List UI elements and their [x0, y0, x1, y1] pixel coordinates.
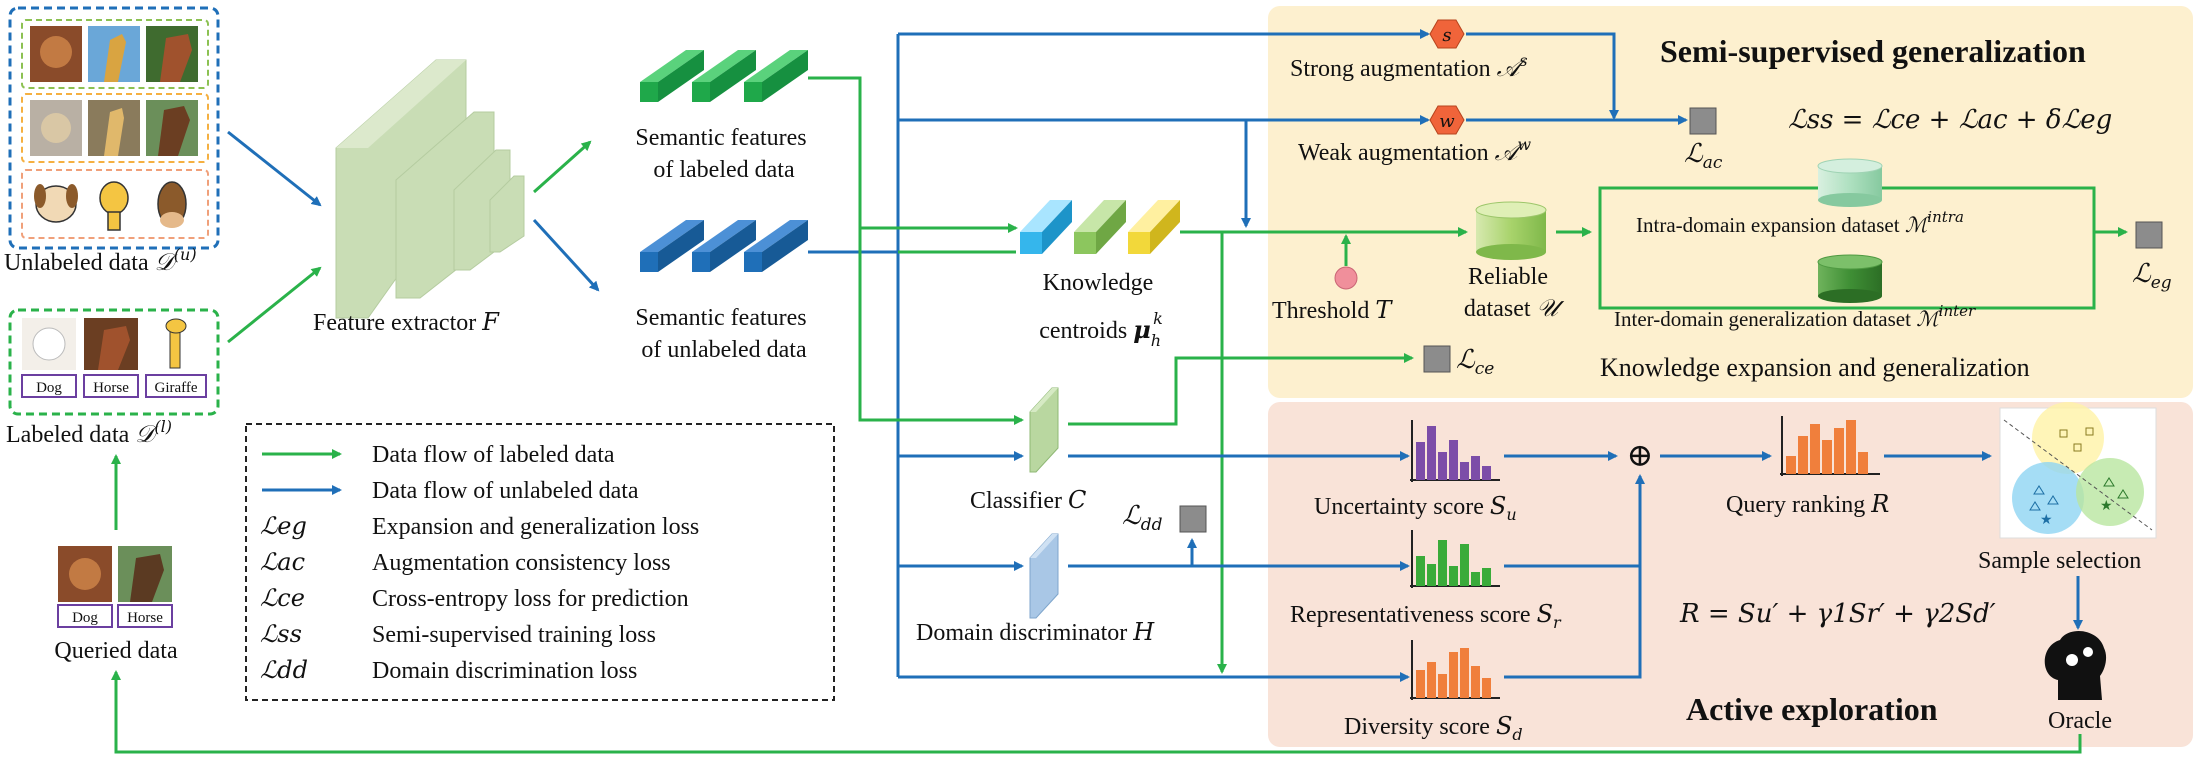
legend-text-leg: Expansion and generalization loss	[372, 514, 699, 540]
unlabeled-data-label: Unlabeled data 𝒟(u)	[4, 245, 197, 276]
tag-dog: Dog	[36, 380, 62, 396]
tag-giraffe: Giraffe	[154, 380, 197, 396]
representativeness-histogram	[1410, 530, 1500, 588]
semi-supervised-panel	[1268, 6, 2193, 398]
strong-augmentation-badge-label: s	[1442, 25, 1451, 46]
legend-key-lce: ℒce	[260, 584, 305, 612]
weak-augmentation-badge	[1429, 105, 1465, 135]
legend-key-lss: ℒss	[260, 620, 302, 648]
intra-domain-cylinder	[1817, 158, 1883, 207]
labeled-data-label: Labeled data 𝒟(l)	[6, 417, 172, 448]
sample-selection-label: Sample selection	[1978, 548, 2141, 574]
threshold-marker	[1334, 266, 1358, 290]
flow-labeled-to-classifier	[858, 228, 1024, 425]
knowledge-expansion-caption: Knowledge expansion and generalization	[1600, 353, 2030, 382]
threshold-label: Threshold T	[1272, 296, 1393, 324]
legend-text-lce: Cross-entropy loss for prediction	[372, 586, 689, 612]
reliable-dataset-cylinder	[1475, 201, 1547, 260]
combine-operator: ⊕	[1627, 437, 1654, 473]
semi-supervised-formula: ℒss = ℒce + ℒac + δℒeg	[1788, 105, 2112, 135]
diversity-score-label: Diversity score Sd	[1344, 712, 1523, 744]
legend-key-lac: ℒac	[260, 548, 305, 576]
queried-tag-horse: Horse	[127, 610, 163, 626]
flow-discriminator-to-ldd	[1068, 538, 1197, 568]
active-exploration-panel	[1268, 402, 2193, 747]
strong-augmentation-badge	[1429, 19, 1465, 49]
domain-discriminator	[1029, 533, 1059, 619]
arrow-extractor-to-labeled-features	[533, 140, 592, 194]
arrow-labeled-to-extractor	[227, 266, 322, 344]
representativeness-score-label: Representativeness score Sr	[1290, 600, 1562, 632]
svg-text:★: ★	[2100, 499, 2113, 514]
uncertainty-histogram	[1410, 420, 1500, 482]
weak-augmentation-label: Weak augmentation 𝒜w	[1298, 135, 1531, 166]
diversity-histogram	[1410, 640, 1500, 700]
legend-text-unlabeled-flow: Data flow of unlabeled data	[372, 478, 639, 504]
legend-box	[245, 423, 835, 701]
flow-classifier-to-lce	[1068, 353, 1414, 426]
weak-augmentation-badge-label: w	[1439, 111, 1455, 132]
query-ranking-histogram	[1780, 416, 1880, 476]
intra-domain-label: Intra-domain expansion dataset ℳintra	[1636, 208, 1964, 237]
classifier	[1029, 387, 1059, 473]
classifier-label: Classifier C	[970, 486, 1086, 514]
queried-data-label: Queried data	[54, 638, 178, 664]
flow-labeled-to-centroids	[808, 76, 1018, 233]
uncertainty-score-label: Uncertainty score Su	[1314, 492, 1517, 524]
strong-augmentation-label: Strong augmentation 𝒜s	[1290, 51, 1528, 82]
sample-selection-plot: ★ ★	[1999, 402, 2157, 539]
oracle-head-icon	[2044, 630, 2107, 700]
oracle-label: Oracle	[2048, 708, 2112, 734]
domain-discriminator-label: Domain discriminator H	[916, 618, 1155, 646]
leg-loss-box	[2135, 221, 2163, 249]
unlabeled-feature-bars	[640, 220, 808, 272]
svg-text:★: ★	[2040, 513, 2053, 528]
feature-extractor-label: Feature extractor F	[313, 308, 500, 336]
ldd-loss-box	[1179, 505, 1207, 533]
flow-oracle-to-queried	[111, 670, 2082, 754]
knowledge-centroids	[1020, 200, 1180, 254]
legend-text-lac: Augmentation consistency loss	[372, 550, 671, 576]
arrow-extractor-to-unlabeled-features	[532, 218, 600, 292]
labeled-data-group	[8, 308, 220, 416]
semi-supervised-title: Semi-supervised generalization	[1660, 33, 2086, 69]
knowledge-centroids-label: Knowledge centroids μhk	[1039, 270, 1163, 350]
ldd-loss-label: ℒdd	[1122, 501, 1163, 535]
flow-strong-to-lac	[1466, 32, 1619, 120]
legend-text-lss: Semi-supervised training loss	[372, 622, 656, 648]
arrow-unlabeled-to-extractor	[227, 130, 322, 207]
labeled-features-label: Semantic features of labeled data	[635, 125, 812, 183]
query-ranking-label: Query ranking R	[1726, 490, 1889, 518]
lce-loss-box	[1423, 345, 1451, 373]
legend-text-ldd: Domain discrimination loss	[372, 658, 637, 684]
legend-text-labeled-flow: Data flow of labeled data	[372, 442, 615, 468]
lac-loss-box	[1689, 107, 1717, 135]
unlabeled-features-label: Semantic features of unlabeled data	[635, 305, 812, 363]
active-ranking-formula: R = Su′ + γ1Sr′ + γ2Sd′	[1679, 599, 1996, 629]
labeled-feature-bars	[640, 50, 808, 102]
feature-extractor	[335, 59, 525, 319]
queried-tag-dog: Dog	[72, 610, 98, 626]
inter-domain-cylinder	[1817, 254, 1883, 303]
inter-domain-label: Inter-domain generalization dataset ℳint…	[1614, 302, 1976, 331]
queried-data-group	[57, 546, 173, 628]
lac-loss-label: ℒac	[1684, 139, 1723, 173]
active-exploration-title: Active exploration	[1686, 691, 1938, 727]
flow-diversity-to-combine	[1504, 566, 1642, 679]
leg-loss-label: ℒeg	[2132, 259, 2172, 293]
tag-horse: Horse	[93, 380, 129, 396]
legend-key-ldd: ℒdd	[260, 656, 308, 684]
unlabeled-data-group	[8, 6, 220, 250]
legend-key-leg: ℒeg	[260, 512, 307, 540]
lce-loss-label: ℒce	[1456, 345, 1494, 379]
